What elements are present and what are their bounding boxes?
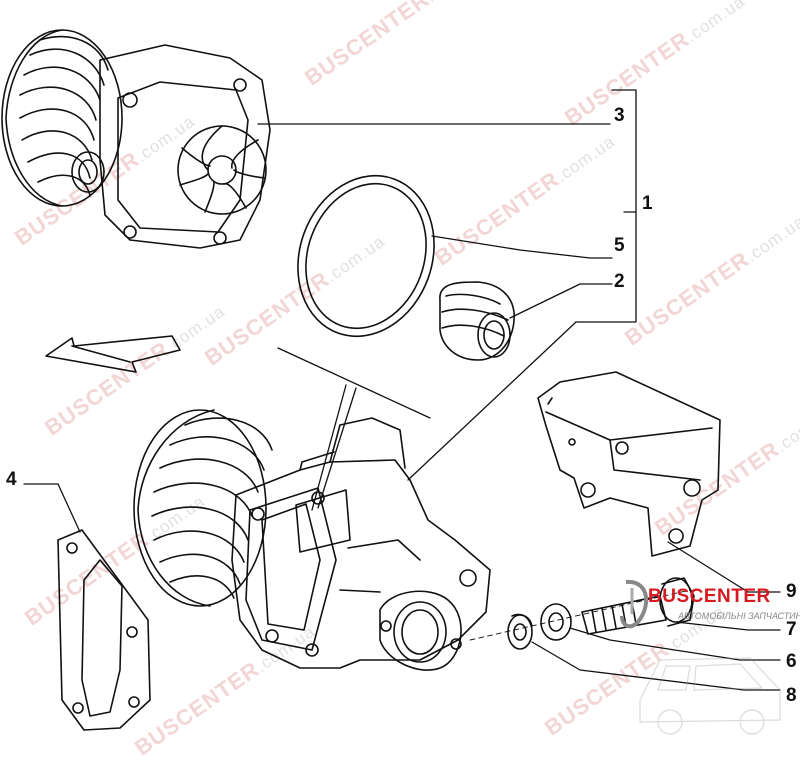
callout-1: 1: [642, 193, 653, 214]
impeller: [177, 125, 267, 215]
bushing-part: [439, 281, 515, 361]
vehicle-silhouette-icon: [639, 657, 781, 735]
gasket-plate: [57, 529, 151, 731]
direction-arrow: [45, 335, 181, 373]
o-ring-seal: [297, 174, 435, 338]
callout-8: 8: [786, 685, 797, 706]
callout-3: 3: [614, 105, 625, 126]
logo-subtitle: АВТОМОБІЛЬНІ ЗАПЧАСТИНИ: [678, 611, 800, 621]
mounting-bracket: [537, 371, 721, 557]
logo-title: BUSCENTER: [648, 586, 771, 607]
callout-6: 6: [786, 651, 797, 672]
callout-2: 2: [614, 271, 625, 292]
pulley-bottom: [133, 409, 273, 607]
water-pump-bottom: [133, 347, 491, 671]
bolt: [581, 577, 695, 635]
washer-small: [507, 613, 533, 650]
pulley-top: [1, 29, 123, 207]
leader-lines: [23, 89, 781, 691]
buscenter-logo: BUSCENTER АВТОМОБІЛЬНІ ЗАПЧАСТИНИ: [618, 574, 800, 634]
callout-9: 9: [786, 581, 797, 602]
callout-7: 7: [786, 619, 797, 640]
washer-large: [540, 603, 572, 641]
callout-5: 5: [614, 235, 625, 256]
logo-emblem-icon: [620, 579, 648, 629]
callout-4: 4: [6, 469, 17, 490]
water-pump-top: [1, 29, 271, 249]
